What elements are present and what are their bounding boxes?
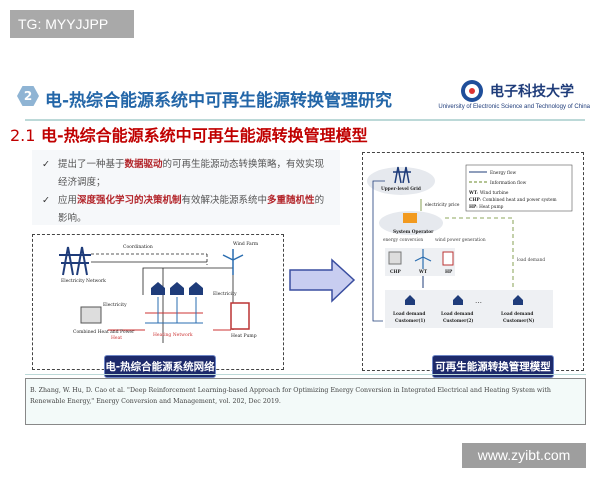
subtitle-number: 2.1 [10, 126, 36, 145]
left-diagram-label: 电-热综合能源系统网络 [104, 355, 216, 378]
wind-turbine-icon [414, 249, 432, 269]
university-logo: 电子科技大学 [458, 78, 588, 102]
svg-text:energy conversion: energy conversion [383, 238, 423, 243]
svg-text:HP: Heat pump: HP: Heat pump [469, 205, 504, 210]
check-icon: ✓ [42, 159, 50, 170]
transmission-tower-icon [393, 166, 411, 184]
svg-text:Coordination: Coordination [123, 244, 153, 250]
svg-text:System Operator: System Operator [393, 230, 434, 235]
left-diagram: Electricity Network Coordination Wind Fa… [32, 234, 284, 370]
heat-pump-icon [442, 251, 454, 266]
overlay-tag: TG: MYYJJPP [10, 10, 134, 38]
legend: Energy flow Information flow WT: Wind tu… [465, 164, 573, 212]
house-icon [151, 282, 203, 295]
svg-text:electricity price: electricity price [425, 203, 460, 208]
logo-emblem-icon: 电子科技大学 [461, 80, 574, 102]
svg-text:Combined Heat and Power: Combined Heat and Power [73, 329, 135, 335]
computer-icon [403, 213, 417, 223]
bullet-list: ✓提出了一种基于数据驱动的可再生能源动态转换策略，有效实现经济调度； ✓应用深度… [32, 150, 340, 225]
svg-text:load demand: load demand [517, 258, 545, 263]
chp-icon [388, 251, 402, 265]
watermark: www.zyibt.com [462, 443, 586, 468]
section-number-badge: 2 [17, 86, 39, 106]
citation-divider [25, 374, 586, 375]
svg-text:Heating Network: Heating Network [153, 332, 193, 338]
svg-text:Electricity: Electricity [103, 302, 127, 308]
svg-text:wind power generation: wind power generation [435, 238, 486, 243]
svg-text:Information flow: Information flow [490, 181, 527, 186]
right-diagram-label: 可再生能源转换管理模型 [432, 355, 554, 378]
svg-text:⋯: ⋯ [475, 299, 482, 307]
svg-text:Customer(2): Customer(2) [443, 319, 473, 324]
svg-text:Wind Farm: Wind Farm [233, 241, 259, 247]
svg-text:Upper-level Grid: Upper-level Grid [381, 187, 421, 192]
svg-text:Energy flow: Energy flow [490, 171, 516, 176]
page-title: 电-热综合能源系统中可再生能源转换管理研究 [45, 91, 393, 111]
svg-text:Heat Pump: Heat Pump [231, 333, 257, 339]
svg-text:WT: Wind turbine: WT: Wind turbine [468, 191, 509, 196]
svg-text:电子科技大学: 电子科技大学 [490, 83, 574, 100]
svg-text:Electricity Network: Electricity Network [61, 278, 106, 284]
svg-text:HP: HP [445, 270, 453, 275]
check-icon: ✓ [42, 195, 50, 206]
right-diagram: Energy flow Information flow WT: Wind tu… [362, 152, 584, 371]
right-arrow-icon [288, 258, 356, 303]
wind-turbine-icon [222, 249, 244, 275]
svg-text:Customer(N): Customer(N) [503, 319, 534, 324]
svg-text:Load demand: Load demand [501, 312, 533, 317]
svg-text:Load demand: Load demand [441, 312, 473, 317]
bullet-item: ✓提出了一种基于数据驱动的可再生能源动态转换策略，有效实现经济调度； [40, 156, 332, 192]
svg-text:Electricity: Electricity [213, 291, 237, 297]
svg-text:WT: WT [418, 270, 428, 275]
university-name-english: University of Electronic Science and Tec… [438, 104, 590, 110]
svg-text:Load demand: Load demand [393, 312, 425, 317]
svg-text:Customer(1): Customer(1) [395, 319, 425, 324]
subtitle-text: 电-热综合能源系统中可再生能源转换管理模型 [41, 126, 368, 145]
chp-plant-icon [80, 306, 102, 324]
svg-text:CHP: CHP [390, 270, 401, 275]
header-divider [25, 119, 585, 121]
svg-text:CHP: Combined heat and power s: CHP: Combined heat and power system [469, 198, 557, 203]
transmission-tower-icon [59, 246, 91, 276]
citation-box: B. Zhang, W. Hu, D. Cao et al. "Deep Rei… [25, 378, 586, 425]
heat-pump-icon [230, 302, 250, 330]
svg-text:Heat: Heat [111, 335, 122, 341]
section-subtitle: 2.1 电-热综合能源系统中可再生能源转换管理模型 [10, 122, 368, 146]
bullet-item: ✓应用深度强化学习的决策机制有效解决能源系统中多重随机性的影响。 [40, 192, 332, 228]
